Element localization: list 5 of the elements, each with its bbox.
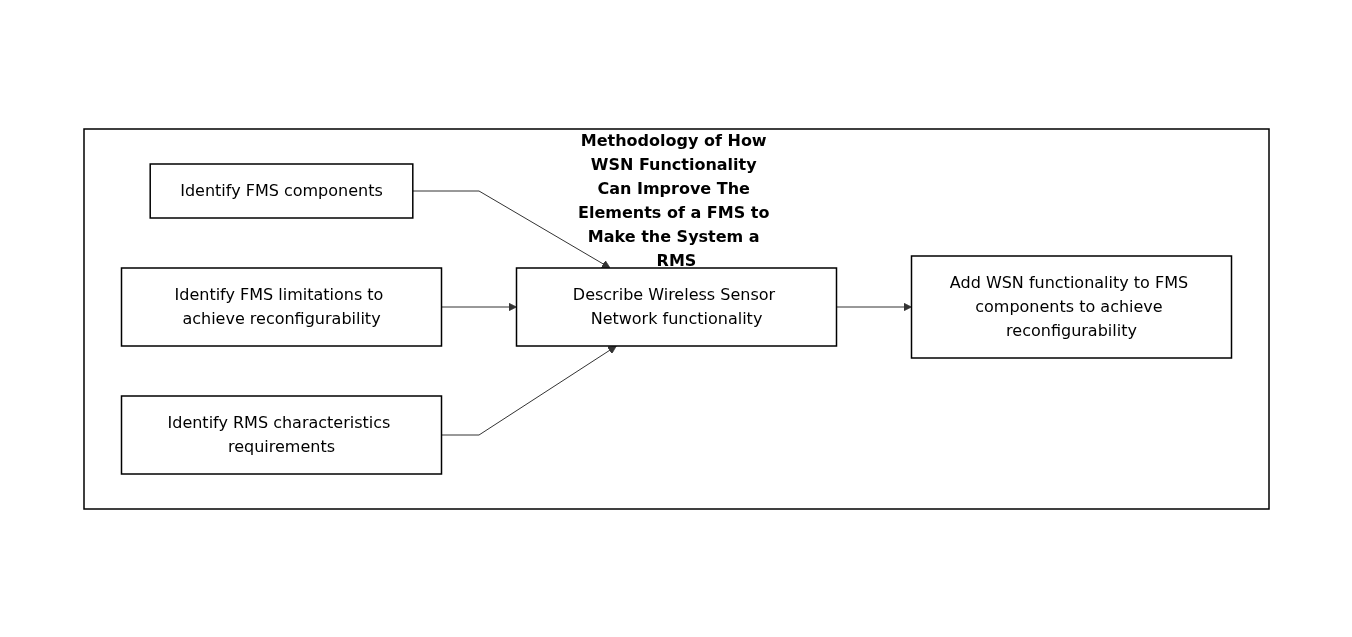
- node-box: Identify FMS limitations to achieve reconfigurability: [120, 266, 442, 347]
- node-box: Describe Wireless Sensor Network functionality: [515, 266, 837, 347]
- node-box: Identify FMS components: [148, 162, 414, 219]
- node-box: Add WSN functionality to FMS components to achieve reconfigurability: [910, 254, 1232, 359]
- node-box: Identify RMS characteristics requirements: [120, 394, 442, 475]
